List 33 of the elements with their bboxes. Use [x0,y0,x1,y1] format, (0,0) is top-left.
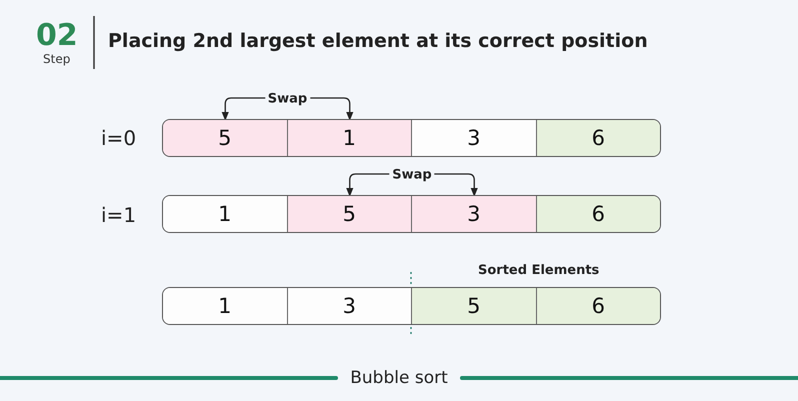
array-cell [412,120,536,156]
array-cell [536,120,660,156]
array-cell [163,120,288,156]
row-label: i=1 [101,203,136,227]
array-cell [536,288,660,324]
cell-value: 5 [218,126,232,150]
cell-value: 1 [342,126,356,150]
step-number: 02 [36,18,78,53]
row-label: i=0 [101,126,136,150]
cell-value: 5 [342,202,356,226]
step-label: Step [43,52,70,66]
array-cell [536,196,660,232]
title: Placing 2nd largest element at its correct position [108,30,648,52]
array-cell [412,196,536,232]
array-cell [288,196,412,232]
cell-value: 1 [218,294,232,318]
array-cell [288,120,412,156]
array-cell [288,288,412,324]
cell-value: 6 [592,202,605,226]
sorted-label: Sorted Elements [478,263,600,278]
cell-value: 3 [467,202,480,226]
cell-value: 6 [592,126,605,150]
edge-label: Swap [389,168,435,182]
cell-value: 6 [592,294,605,318]
array-cell [412,288,536,324]
edge-label: Swap [264,92,310,106]
caption: Bubble sort [350,368,448,388]
cell-value: 1 [218,202,232,226]
cell-value: 3 [467,126,480,150]
array-cell [163,288,288,324]
cell-value: 3 [342,294,356,318]
array-cell [163,196,288,232]
cell-value: 5 [467,294,480,318]
